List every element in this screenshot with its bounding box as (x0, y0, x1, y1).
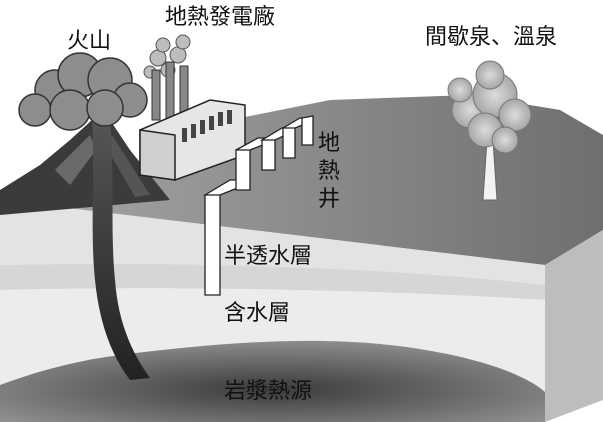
power-plant (139, 34, 246, 181)
semi-permeable-lower (0, 263, 545, 300)
geothermal-wells (202, 115, 314, 296)
geyser (447, 60, 532, 201)
label-semi-permeable-layer: 半透水層 (224, 244, 312, 269)
label-geothermal-well-3: 井 (318, 187, 340, 212)
label-geothermal-well-1: 地 (318, 131, 340, 156)
label-magma-heat-source: 岩漿熱源 (224, 379, 312, 404)
volcano-smoke (18, 52, 148, 131)
label-volcano: 火山 (67, 29, 111, 54)
volcano-lava-streak-right (105, 135, 150, 197)
volcano-lava-streak (55, 135, 96, 185)
label-power-plant: 地熱發電廠 (165, 5, 275, 30)
volcano-cone (0, 120, 170, 215)
label-geothermal-well-2: 熱 (318, 159, 340, 184)
label-geyser-spring: 間歇泉、溫泉 (425, 25, 557, 50)
block-side-face (545, 230, 603, 422)
volcano-vent (92, 120, 150, 380)
ground-surface (0, 95, 603, 265)
label-aquifer: 含水層 (224, 301, 290, 326)
semi-permeable-layer (0, 200, 545, 285)
